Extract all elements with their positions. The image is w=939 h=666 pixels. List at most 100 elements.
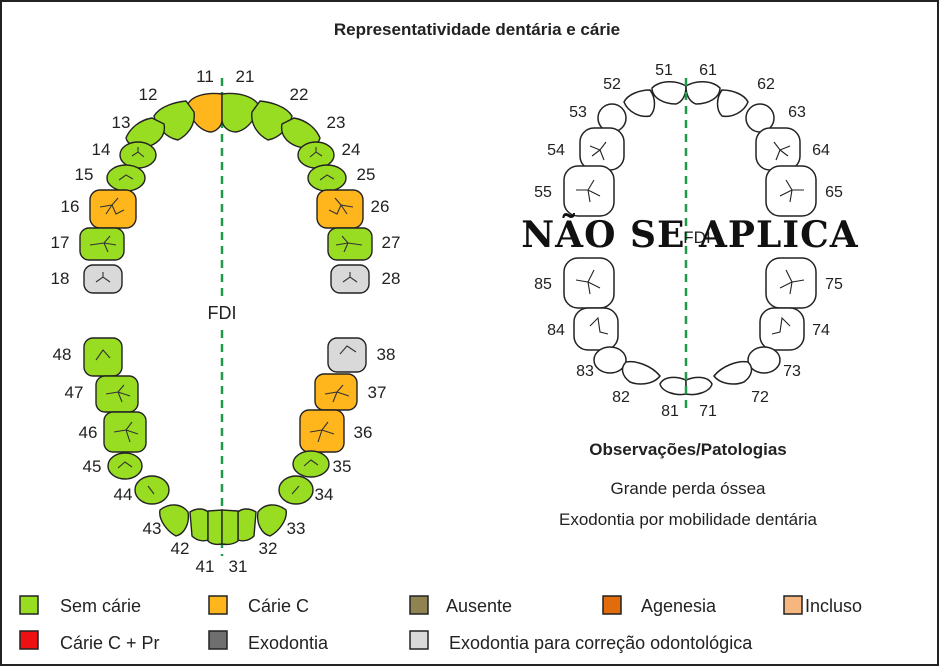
legend-label-agenesia: Agenesia [641,596,717,616]
tooth-number-83: 83 [576,363,594,380]
tooth-number-54: 54 [547,142,565,159]
fissure [105,384,131,403]
legend-label-incluso: Incluso [805,596,862,616]
tooth-26[interactable] [316,189,364,229]
fissure [89,235,117,253]
tooth-number-27: 27 [382,233,401,252]
tooth-17[interactable] [79,227,125,261]
tooth-number-41: 41 [196,557,215,576]
tooth-48[interactable] [83,337,123,377]
tooth-31[interactable] [221,509,239,546]
tooth-27[interactable] [327,227,373,261]
tooth-number-38: 38 [377,345,396,364]
tooth-number-23: 23 [327,113,346,132]
not-applicable-overlay: NÃO SE APLICA [521,214,859,256]
permanent-dentition: FDI [51,67,401,576]
tooth-15[interactable] [106,164,146,192]
tooth-47[interactable] [95,375,139,413]
lower-arch [83,337,367,546]
tooth-83 [593,346,627,374]
tooth-84 [573,307,619,351]
tooth-number-11: 11 [196,67,214,86]
legend-label-exodontia: Exodontia [248,633,329,653]
tooth-number-18: 18 [51,269,70,288]
legend-label-ausente: Ausente [446,596,512,616]
legend-label-sem-carie: Sem cárie [60,596,141,616]
fissure [95,349,111,361]
tooth-25[interactable] [307,164,347,192]
fissure [309,421,335,443]
legend-swatch-sem-carie [19,595,39,615]
fissure [95,272,111,283]
tooth-number-13: 13 [112,113,131,132]
tooth-number-16: 16 [61,197,80,216]
tooth-21[interactable] [221,92,259,133]
tooth-number-63: 63 [788,104,806,121]
fissure [117,461,133,469]
legend-swatch-carie-cpr [19,630,39,650]
tooth-41[interactable] [207,509,223,546]
fissure [147,485,155,495]
fissure [324,384,350,403]
midline-label-bg [200,299,246,325]
deciduous-midline-label: FDI [683,228,710,247]
tooth-32[interactable] [237,508,257,542]
fissure [779,269,805,295]
tooth-number-51: 51 [655,62,673,79]
legend-swatch-ausente [409,595,429,615]
tooth-number-28: 28 [382,269,401,288]
fissure [309,147,323,158]
fissure [773,141,791,161]
tooth-14[interactable] [119,141,157,169]
tooth-28[interactable] [330,264,370,294]
tooth-45[interactable] [107,452,143,480]
permanent-midline-label: FDI [208,303,237,323]
tooth-number-85: 85 [534,276,552,293]
legend-swatch-exodontia [208,630,228,650]
tooth-number-24: 24 [342,140,361,159]
tooth-number-33: 33 [287,519,306,538]
tooth-54 [579,127,625,171]
tooth-11[interactable] [187,92,223,133]
tooth-number-44: 44 [114,485,133,504]
tooth-number-71: 71 [699,403,717,420]
tooth-number-35: 35 [333,457,352,476]
tooth-44[interactable] [134,475,170,505]
fissure [575,269,601,295]
tooth-43[interactable] [159,504,190,537]
observations-heading: Observações/Patologias [589,440,786,459]
tooth-number-65: 65 [825,184,843,201]
tooth-number-31: 31 [229,557,248,576]
fissure [779,179,804,203]
tooth-24[interactable] [297,141,335,169]
tooth-number-52: 52 [603,76,621,93]
tooth-number-22: 22 [290,85,309,104]
tooth-35[interactable] [292,450,330,478]
fissure [328,197,354,215]
tooth-number-62: 62 [757,76,775,93]
tooth-64 [755,127,801,171]
tooth-number-72: 72 [751,389,769,406]
tooth-number-26: 26 [371,197,390,216]
tooth-number-74: 74 [812,322,830,339]
tooth-72 [713,360,753,385]
tooth-number-84: 84 [547,322,565,339]
fissure [303,459,319,467]
tooth-38[interactable] [327,337,367,373]
tooth-42[interactable] [189,508,209,542]
fissure [576,179,601,203]
legend-swatch-exodontia-correcao [409,630,429,650]
tooth-number-12: 12 [139,85,158,104]
tooth-71 [685,376,713,396]
tooth-33[interactable] [256,504,287,537]
tooth-number-14: 14 [92,140,111,159]
tooth-18[interactable] [83,264,123,294]
tooth-number-48: 48 [53,345,72,364]
tooth-16[interactable] [89,189,137,229]
tooth-52 [623,89,656,118]
tooth-46[interactable] [103,411,147,453]
tooth-number-81: 81 [661,403,679,420]
tooth-number-61: 61 [699,62,717,79]
tooth-number-43: 43 [143,519,162,538]
fissure [113,421,139,443]
